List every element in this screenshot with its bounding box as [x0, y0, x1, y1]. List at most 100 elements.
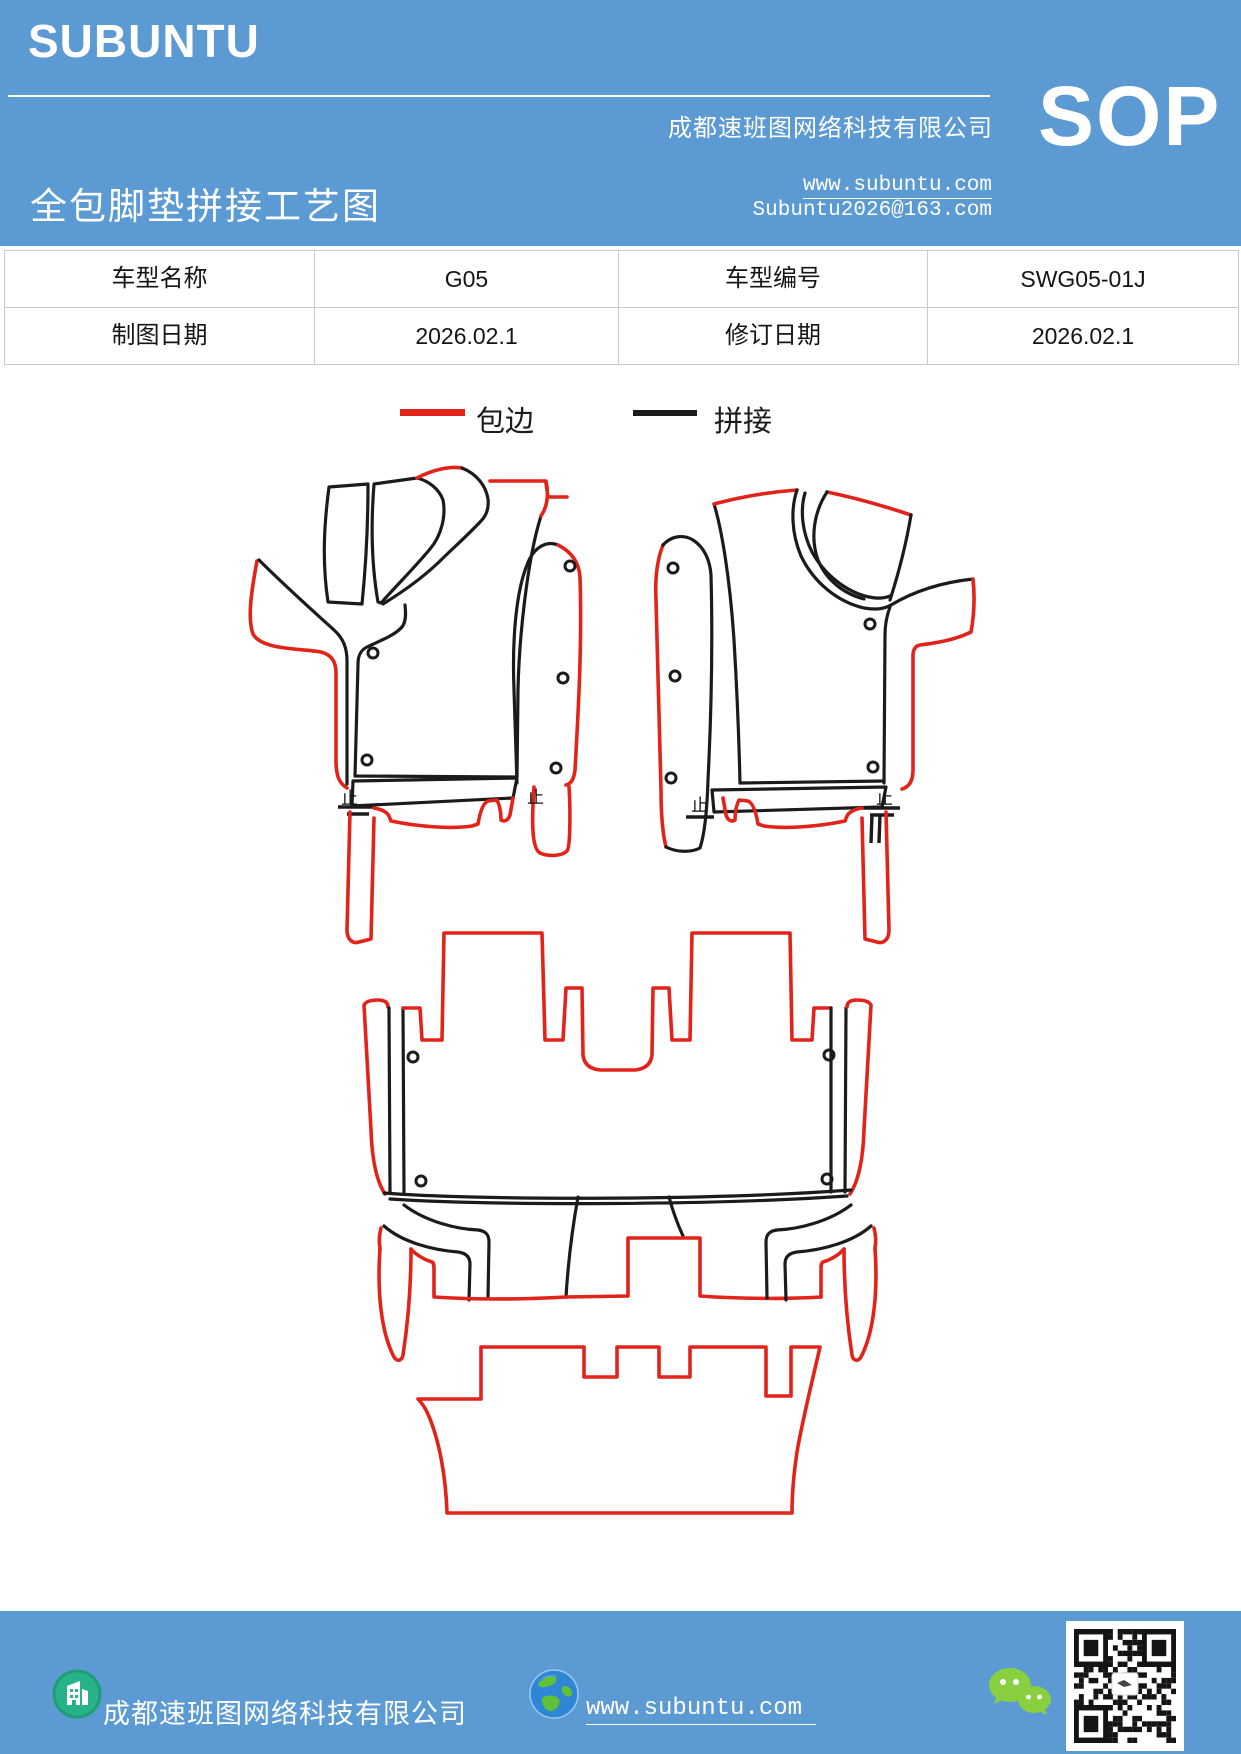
fl-leg-strip-red — [345, 810, 376, 945]
stripA-splice-edge — [511, 542, 560, 785]
stripB-snap-dot — [666, 561, 680, 575]
table-cell-code-label: 车型编号 — [619, 251, 928, 308]
table-cell-code-value: SWG05-01J — [928, 251, 1238, 308]
fr-orientation-mark: 止 — [691, 796, 708, 815]
fr-wing-red-edge — [900, 577, 976, 791]
front-left-mat: 止 — [248, 465, 569, 945]
header-divider-line — [8, 95, 990, 97]
sop-badge: SOP — [1038, 69, 1222, 163]
mid-left-spike-red — [377, 1246, 413, 1362]
fl-heel-strip-2 — [370, 476, 446, 605]
stripA-bottom-tab — [530, 785, 572, 858]
fr-snap-dot — [863, 617, 877, 631]
mid-right-step-red — [819, 1247, 846, 1299]
mid-snap-dot — [820, 1172, 834, 1186]
legend-splice-label: 拼接 — [714, 406, 773, 438]
vehicle-info-table: 车型名称 G05 车型编号 SWG05-01J 制图日期 2026.02.1 修… — [4, 250, 1239, 365]
header-band: SUBUNTU 全包脚垫拼接工艺图 成都速班图网络科技有限公司 www.subu… — [0, 0, 1241, 246]
mid-snap-dot — [414, 1174, 428, 1188]
footer-company-name: 成都速班图网络科技有限公司 — [103, 1699, 467, 1729]
fr-flap-top-red — [825, 490, 913, 517]
fl-wing-red-edge — [248, 559, 349, 790]
footer-website-link[interactable]: www.subuntu.com — [586, 1695, 817, 1725]
fl-body-topright-red — [488, 479, 569, 518]
stripB-binding-edge — [653, 543, 668, 849]
legend-splice-swatch — [633, 410, 697, 416]
fl-wing-splice-edge — [257, 558, 349, 786]
building-icon — [52, 1669, 102, 1719]
side-strip-left: 止 — [511, 542, 583, 858]
fl-snap-dot — [360, 753, 374, 767]
stripB-snap-dot — [664, 771, 678, 785]
header-email: Subuntu2026@163.com — [752, 199, 992, 222]
mid-right-join-red — [872, 1226, 878, 1250]
mid-left-step-red — [409, 1247, 568, 1301]
front-right-mat: 止 止 — [686, 488, 976, 945]
fr-wing-top-edge — [889, 577, 975, 607]
mid-snap-dot — [822, 1048, 836, 1062]
mid-top-castellation-red — [401, 931, 833, 1072]
fl-orientation-mark: 止 — [341, 789, 358, 808]
fl-top-red-arc — [415, 465, 464, 480]
fr-flap-left-edge — [812, 490, 866, 601]
globe-icon — [529, 1669, 579, 1719]
brand-logo-text: SUBUNTU — [28, 15, 260, 67]
stripA-snap-dot — [556, 671, 570, 685]
fr-vnotch-outer — [791, 488, 893, 611]
fr-bottom-bar — [710, 785, 888, 814]
fl-splice-ticks — [338, 805, 375, 816]
fl-heel-strip-1 — [322, 482, 370, 606]
fr-bottom-edge — [738, 779, 886, 785]
mid-right-spike-red — [842, 1246, 878, 1362]
trunk-outline-red — [416, 1345, 822, 1515]
mid-center-tab-red — [564, 1236, 823, 1301]
fr-lower-red-profile — [721, 796, 864, 830]
mid-right-hook-inner — [783, 1224, 873, 1302]
stripA-orientation-mark: 止 — [527, 788, 544, 807]
table-cell-drawdate-label: 制图日期 — [5, 308, 315, 364]
stripA-snap-dot — [549, 761, 563, 775]
stripB-splice-edge — [661, 534, 714, 853]
mid-left-band-splice — [387, 1006, 392, 1194]
table-cell-model-label: 车型名称 — [5, 251, 315, 308]
fl-body-outline — [353, 514, 543, 779]
mid-snap-dot — [406, 1050, 420, 1064]
mid-left-splice-edge — [401, 1006, 406, 1194]
fr-vnotch-inner — [800, 491, 892, 600]
mid-left-join-red — [377, 1226, 383, 1250]
legend-binding-swatch — [400, 409, 465, 416]
mid-left-hook-outer — [402, 1203, 491, 1300]
legend-binding-label: 包边 — [476, 406, 535, 438]
table-cell-revdate-value: 2026.02.1 — [1031, 323, 1135, 349]
fl-snap-dot — [366, 646, 380, 660]
fr-snap-dot — [866, 760, 880, 774]
stripB-snap-dot — [668, 669, 682, 683]
side-strip-right — [653, 534, 714, 853]
header-website-link[interactable]: www.subuntu.com — [802, 174, 992, 199]
fr-flap-right-edge — [888, 513, 913, 602]
wechat-icon — [989, 1668, 1051, 1715]
qr-code — [1066, 1621, 1184, 1751]
fr-right-splice-edge — [882, 605, 892, 785]
stripA-binding-edge — [556, 543, 583, 787]
mid-right-hook-outer — [764, 1203, 853, 1300]
mid-left-hook-inner — [382, 1224, 472, 1302]
mid-right-band-splice — [843, 1006, 848, 1194]
fl-top-hook-notch — [381, 466, 490, 606]
mid-left-band-red — [362, 998, 390, 1196]
fr-leg-strip-red — [860, 810, 891, 945]
fr-left-splice-edge — [712, 502, 742, 785]
fl-bottom-bar — [350, 776, 519, 808]
fr-orientation-mark: 止 — [876, 789, 893, 808]
trunk-mat — [416, 1345, 822, 1515]
header-company-name: 成都速班图网络科技有限公司 — [668, 116, 993, 142]
second-row-mat — [362, 931, 878, 1362]
mid-center-slot-lines — [564, 1195, 685, 1299]
fr-leg-splice-ticks — [869, 813, 882, 844]
fr-splice-ticks — [686, 806, 900, 819]
fl-lower-red-profile — [372, 796, 515, 830]
table-cell-drawdate-value: 2026.02.1 — [315, 308, 619, 364]
footer-band — [0, 1611, 1241, 1754]
